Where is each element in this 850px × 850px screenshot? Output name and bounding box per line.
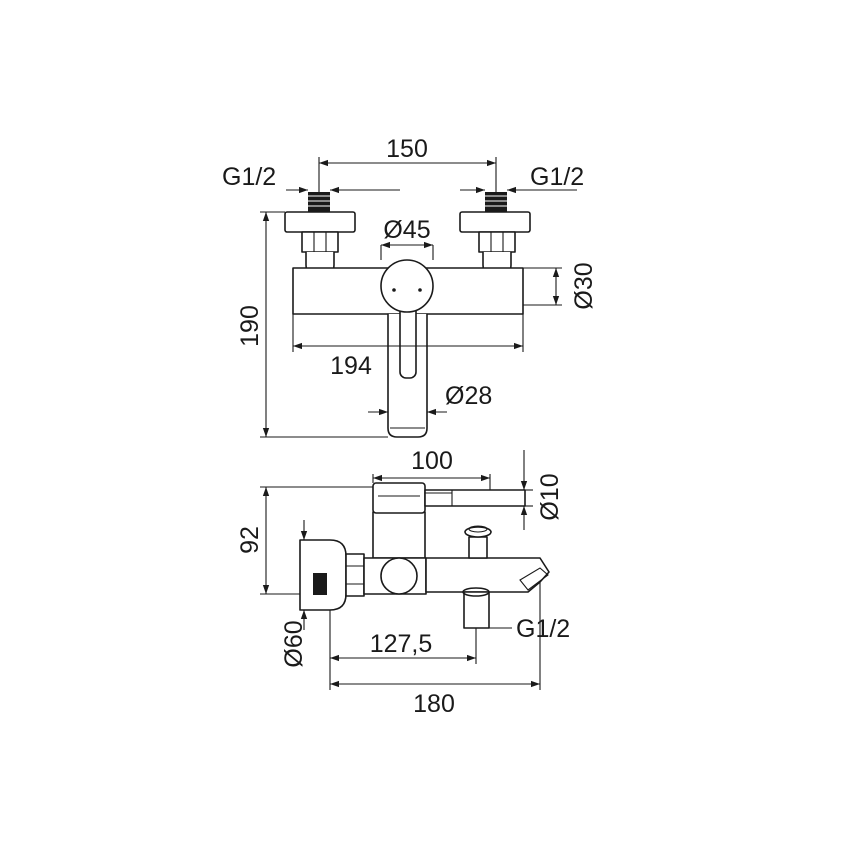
diverter-knob <box>380 557 418 595</box>
diverter-button <box>468 536 488 559</box>
dim-knob-label: Ø45 <box>383 216 430 244</box>
front-view: 150 G1/2 G1/2 Ø45 Ø30 190 194 Ø28 <box>222 135 598 438</box>
side-view: 100 Ø10 92 Ø60 G1/2 127,5 180 <box>236 447 570 718</box>
dim-flange-label: Ø60 <box>280 620 308 667</box>
right-hex-nut <box>478 231 516 253</box>
dim-handle-dia-label: Ø10 <box>536 473 564 520</box>
coupling-nut <box>345 553 365 597</box>
bath-spout <box>425 557 550 593</box>
dim-92-label: 92 <box>236 526 264 554</box>
dim-body-label: Ø30 <box>570 262 598 309</box>
shower-outlet <box>463 591 490 629</box>
knob <box>380 259 434 313</box>
right-inlet-thread <box>485 192 507 212</box>
right-inlet-thread-label: G1/2 <box>530 163 584 191</box>
lever-rod <box>424 489 526 507</box>
dim-handle-length-label: 100 <box>411 447 453 475</box>
dim-width-label: 194 <box>330 352 372 380</box>
lever-cap <box>372 482 426 514</box>
right-escutcheon <box>459 211 531 233</box>
outlet-thread-label: G1/2 <box>516 615 570 643</box>
flange-handle-stub <box>313 573 327 595</box>
left-inlet-thread-label: G1/2 <box>222 163 276 191</box>
dim-height-label: 190 <box>236 305 264 347</box>
dim-150-label: 150 <box>386 135 428 163</box>
dim-spout-label: Ø28 <box>445 382 492 410</box>
left-escutcheon <box>284 211 356 233</box>
left-hex-nut <box>301 231 339 253</box>
dim-total-depth-label: 180 <box>413 690 455 718</box>
mixer-column <box>372 511 426 559</box>
dim-outlet-offset-label: 127,5 <box>370 630 433 658</box>
left-inlet-thread <box>308 192 330 212</box>
